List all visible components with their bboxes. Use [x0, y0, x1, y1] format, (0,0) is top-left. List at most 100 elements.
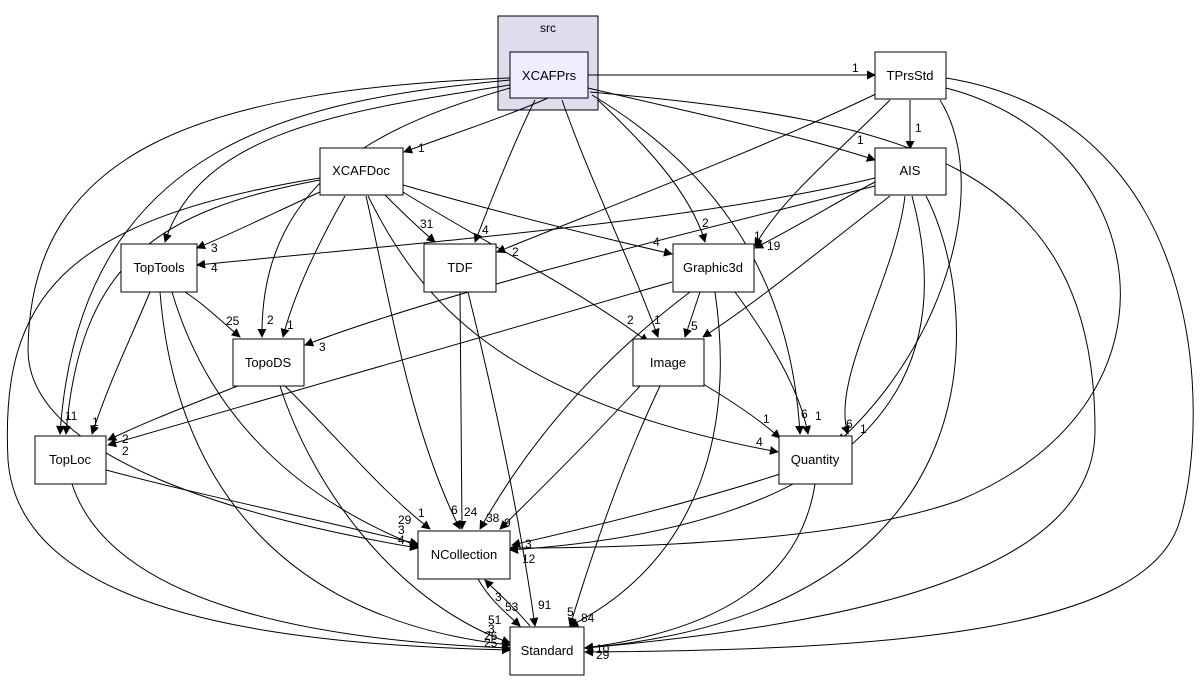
- edge-xcafprs-standard: [584, 91, 1096, 652]
- edge-label: 1: [915, 121, 922, 135]
- edge-label: 38: [486, 511, 500, 525]
- edge-ais-image: [702, 195, 891, 338]
- node-toptools-box: [120, 243, 198, 293]
- edge-label: 4: [653, 235, 660, 249]
- edge-xcafdoc-image: [402, 191, 649, 343]
- node-standard-label: Standard: [521, 643, 574, 658]
- edge-toptools-standard: [159, 291, 511, 649]
- edge-xcafdoc-toptools: [196, 191, 321, 250]
- edge-label: 31: [420, 217, 434, 231]
- edge-ais-standard: [584, 195, 957, 652]
- node-topods[interactable]: TopoDS: [232, 338, 305, 387]
- edge-label: 9: [504, 516, 511, 530]
- node-xcafprs[interactable]: XCAFPrs: [509, 51, 589, 99]
- node-xcafdoc[interactable]: XCAFDoc: [319, 147, 404, 196]
- edge-xcafdoc-standard: [6, 177, 511, 655]
- edge-label: 2: [512, 245, 519, 259]
- edge-toploc-standard: [71, 483, 511, 653]
- nodes: XCAFPrs TPrsStd XCAFDoc AIS TopTools TDF…: [34, 51, 947, 676]
- node-ncollection-label: NCollection: [431, 547, 497, 562]
- edge-tdf-ncollection: [457, 291, 467, 530]
- edge-xcafdoc-toploc: [62, 179, 321, 435]
- edges: [6, 70, 1194, 657]
- edge-topods-toploc: [107, 384, 241, 441]
- cluster-src-label: src: [540, 21, 556, 35]
- node-tprsstd[interactable]: TPrsStd: [874, 51, 947, 100]
- edge-toploc-ncollection: [105, 469, 419, 547]
- node-quantity[interactable]: Quantity: [778, 435, 853, 485]
- node-ncollection-box: [417, 530, 511, 580]
- edge-label: 53: [505, 600, 519, 614]
- edge-label: 5: [567, 605, 574, 619]
- edge-label: 1: [860, 422, 867, 436]
- edge-label: 1: [418, 506, 425, 520]
- node-tprsstd-box: [874, 51, 947, 100]
- edge-label: 1: [92, 415, 99, 429]
- edge-topods-ncollection: [284, 385, 431, 530]
- edge-label: 4: [398, 533, 405, 547]
- node-toploc-box: [34, 435, 107, 485]
- edge-xcafdoc-graphic3d: [402, 184, 673, 257]
- edge-label: 2: [267, 313, 274, 327]
- edge-label: 4: [756, 435, 763, 449]
- node-xcafprs-box: [509, 51, 589, 99]
- edge-label: 3: [495, 590, 502, 604]
- edge-xcafdoc-quantity: [367, 195, 779, 455]
- edge-xcafdoc-tdf: [384, 194, 436, 243]
- edge-tprsstd-ncollection: [509, 87, 1121, 553]
- node-topods-box: [232, 338, 305, 387]
- edge-label: 26: [484, 629, 498, 643]
- edge-label: 6: [846, 417, 853, 431]
- edge-ncollection-standard: [477, 578, 521, 627]
- edge-xcafprs-toploc: [56, 79, 511, 435]
- edge-xcafprs-ais: [587, 87, 876, 162]
- node-graphic3d[interactable]: Graphic3d: [672, 243, 755, 293]
- edge-label: 1: [852, 61, 859, 75]
- node-xcafdoc-label: XCAFDoc: [332, 163, 390, 178]
- edge-label: 3: [398, 523, 405, 537]
- edge-label: 1: [287, 318, 294, 332]
- edge-label: 2: [627, 313, 634, 327]
- node-xcafdoc-box: [319, 147, 404, 196]
- edge-xcafprs-xcafdoc: [403, 97, 549, 154]
- edge-label: 6: [451, 503, 458, 517]
- node-standard-box: [509, 626, 585, 676]
- edge-quantity-standard: [584, 483, 816, 652]
- node-standard[interactable]: Standard: [509, 626, 585, 676]
- edge-xcafprs-graphic3d: [597, 99, 708, 243]
- node-quantity-box: [778, 435, 853, 485]
- node-tdf[interactable]: TDF: [423, 243, 497, 293]
- node-ais[interactable]: AIS: [874, 147, 947, 196]
- edge-label: 1: [754, 229, 761, 243]
- node-toptools[interactable]: TopTools: [120, 243, 198, 293]
- node-tdf-label: TDF: [447, 260, 472, 275]
- edge-xcafdoc-ncollection: [365, 195, 461, 530]
- node-toploc[interactable]: TopLoc: [34, 435, 107, 485]
- edge-tprsstd-standard: [584, 77, 1194, 657]
- edge-xcafprs-topods: [257, 87, 511, 338]
- node-image[interactable]: Image: [632, 338, 705, 387]
- edge-label: 1: [763, 412, 770, 426]
- edge-toptools-ncollection: [171, 291, 421, 549]
- edge-label: 25: [226, 314, 240, 328]
- edge-xcafprs-toptools: [163, 84, 511, 243]
- edge-label: 10: [596, 642, 610, 656]
- edge-graphic3d-image: [683, 291, 701, 338]
- edge-label: 2: [122, 432, 129, 446]
- node-graphic3d-box: [672, 243, 755, 293]
- node-ncollection[interactable]: NCollection: [417, 530, 511, 580]
- edge-topods-standard: [279, 385, 511, 645]
- edge-graphic3d-standard: [569, 291, 721, 627]
- edge-labels: 1 1 1 1 3 4 31 4 2 2 4 1 19 25 2 1 3 2 1…: [65, 61, 922, 662]
- edge-toptools-topods: [184, 291, 241, 338]
- node-image-box: [632, 338, 705, 387]
- edge-label: 2: [702, 216, 709, 230]
- node-ais-label: AIS: [900, 163, 921, 178]
- edge-label: 1: [654, 313, 661, 327]
- edge-ais-toptools: [196, 177, 876, 269]
- edge-standard-ncollection: [484, 579, 531, 627]
- edge-image-ncollection: [499, 385, 641, 530]
- edge-toptools-toploc: [90, 291, 151, 435]
- edge-label: 12: [522, 552, 536, 566]
